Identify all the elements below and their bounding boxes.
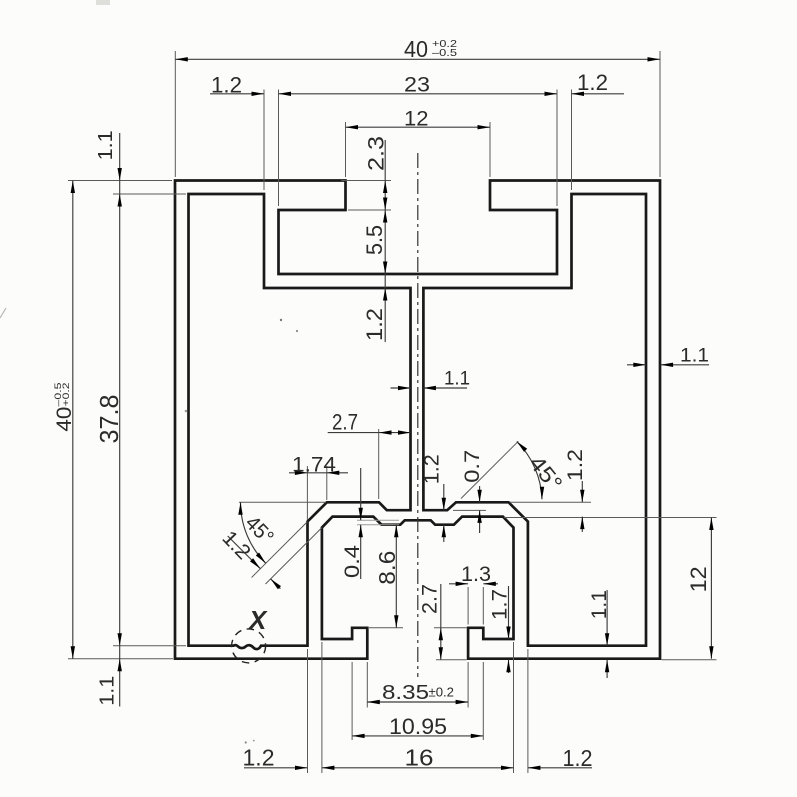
svg-text:0.7: 0.7	[461, 450, 484, 483]
svg-text:2.7: 2.7	[419, 584, 442, 614]
svg-text:1.3: 1.3	[461, 563, 491, 586]
svg-text:12: 12	[404, 107, 429, 131]
svg-text:1.2: 1.2	[421, 454, 444, 484]
svg-text:1.2: 1.2	[577, 70, 608, 95]
svg-text:2.7: 2.7	[332, 410, 358, 435]
svg-text:10.95: 10.95	[389, 714, 447, 739]
svg-text:1.2: 1.2	[362, 308, 387, 341]
svg-text:16: 16	[405, 745, 434, 771]
svg-text:1.2: 1.2	[564, 449, 587, 481]
svg-text:8.6: 8.6	[374, 551, 400, 585]
svg-text:1.2: 1.2	[211, 73, 242, 98]
svg-text:+0.2: +0.2	[432, 38, 457, 50]
svg-text:1.2: 1.2	[563, 745, 593, 771]
svg-text:+0.2: +0.2	[61, 383, 72, 407]
svg-text:1.2: 1.2	[243, 745, 275, 771]
svg-text:1.74: 1.74	[292, 454, 336, 477]
svg-text:±0.2: ±0.2	[429, 685, 455, 700]
svg-text:0.4: 0.4	[341, 545, 364, 578]
svg-text:1.1: 1.1	[680, 346, 709, 367]
svg-text:1.1: 1.1	[97, 676, 119, 706]
svg-text:–0.5: –0.5	[53, 383, 64, 407]
svg-text:40: 40	[53, 407, 76, 432]
svg-text:1.1: 1.1	[95, 130, 117, 160]
svg-text:1.1: 1.1	[444, 368, 470, 390]
svg-text:8.35: 8.35	[382, 681, 429, 704]
svg-text:1.1: 1.1	[588, 590, 611, 619]
svg-text:1.7: 1.7	[489, 589, 512, 620]
svg-text:2.3: 2.3	[364, 136, 389, 171]
svg-text:23: 23	[404, 73, 430, 96]
svg-text:–0.5: –0.5	[432, 47, 457, 59]
svg-text:40: 40	[404, 36, 428, 62]
svg-text:37.8: 37.8	[94, 395, 124, 444]
svg-text:12: 12	[686, 566, 711, 592]
svg-text:X: X	[247, 605, 268, 635]
svg-text:5.5: 5.5	[362, 225, 387, 255]
